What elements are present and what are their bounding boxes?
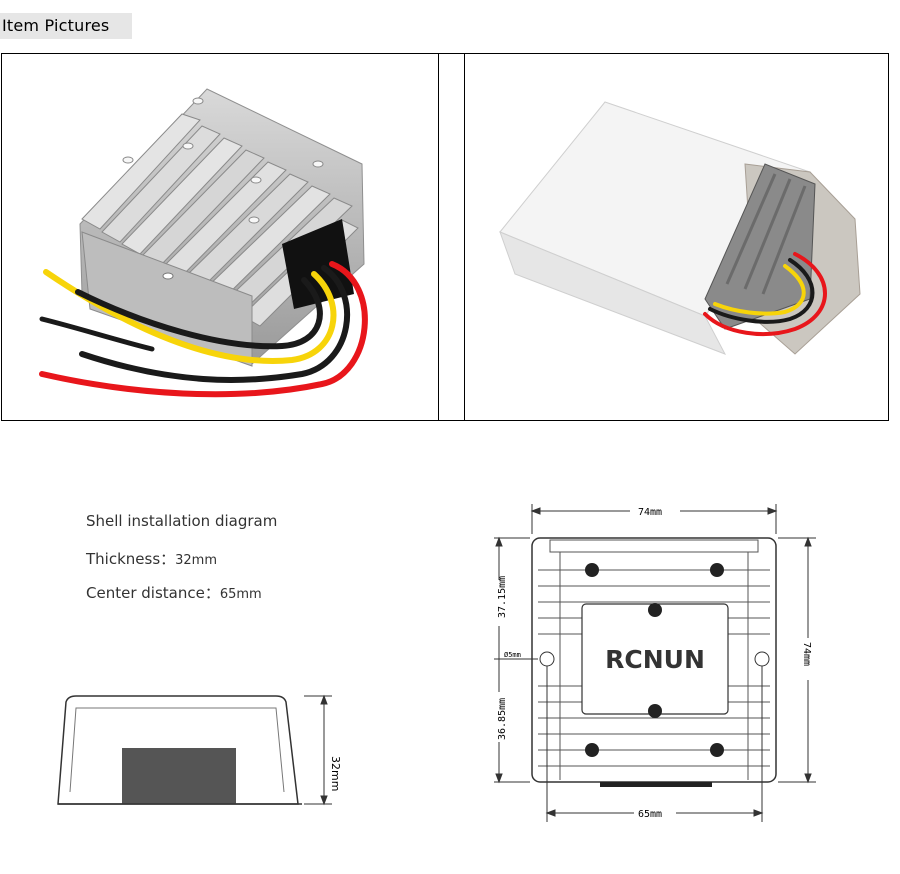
connector-slot [600,782,712,787]
thickness-label: Thickness： [86,550,176,568]
side-view-diagram: 32mm [57,694,342,806]
mount-hole-right [754,651,770,667]
center-distance-row: Center distance：65mm [86,582,262,603]
side-height-label: 32mm [329,756,342,791]
spacer-cell [439,54,465,420]
thickness-value: 32mm [175,553,218,568]
section-header: Item Pictures [0,13,132,39]
center-distance-dimension [545,666,764,822]
brand-logo: RCNUN [605,645,705,674]
top-height-label: 74mm [801,642,812,666]
top-width-label: 74mm [638,507,662,518]
upper-offset-label: 37.15mm [497,576,508,618]
center-distance-label: Center distance： [86,584,220,602]
hole-diameter-label: Ø5mm [504,651,521,659]
section-title: Item Pictures [2,16,110,35]
lower-offset-label: 36.85mm [497,698,508,740]
boxed-converter-photo [499,101,861,355]
boxed-converter-photo-cell [465,54,888,420]
converter-photo-cell [2,54,439,420]
shell-inner-outline [69,707,285,793]
diagram-title: Shell installation diagram [86,512,278,530]
center-distance-value: 65mm [219,587,262,602]
converter-photo [39,88,368,398]
mount-hole-left [539,651,555,667]
center-distance-dim-label: 65mm [638,809,662,820]
right-dimension [778,536,816,784]
item-pictures-table [1,53,889,421]
screws [585,563,724,757]
top-width-dimension [530,504,778,534]
left-dimensions [494,536,538,784]
connector-block [122,748,236,804]
top-view-diagram: 74mm RCNUN [494,504,816,822]
height-dimension [304,694,332,806]
thickness-row: Thickness：32mm [86,548,217,569]
